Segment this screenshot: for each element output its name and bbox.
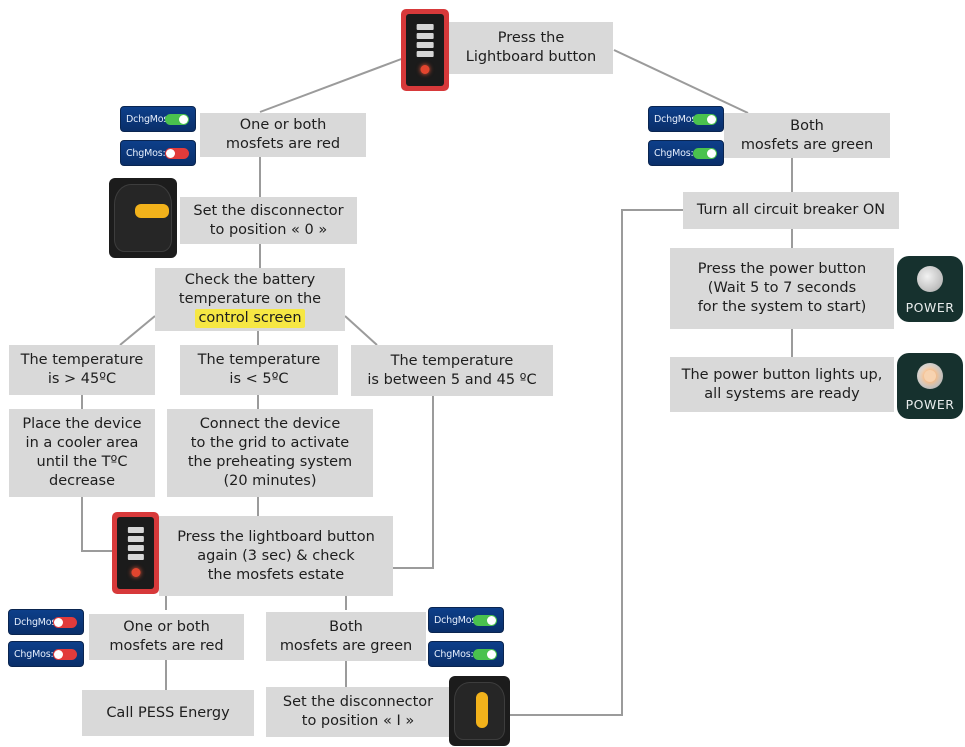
chg-mosfet-badge-top-right: ChgMos: (648, 140, 724, 166)
disconnector-position-1-image (449, 676, 510, 746)
disconnector-position-0-image (109, 178, 177, 258)
lightboard-top-image (401, 9, 449, 91)
dchg-mosfet-badge-bottom-right: DchgMos: (428, 607, 504, 633)
lightboard-bottom-image (112, 512, 159, 594)
power-button-image: POWER (897, 256, 963, 322)
dchg-mosfet-badge-bottom-left: DchgMos: (8, 609, 84, 635)
chg-mosfet-badge-bottom-right: ChgMos: (428, 641, 504, 667)
dchg-mosfet-badge-top-left: DchgMos: (120, 106, 196, 132)
power-lights-up-box: The power button lights up,all systems a… (670, 357, 894, 412)
press-power-box: Press the power button(Wait 5 to 7 secon… (670, 248, 894, 329)
chg-mosfet-badge-top-left: ChgMos: (120, 140, 196, 166)
turn-breaker-on-box: Turn all circuit breaker ON (683, 192, 899, 229)
power-label: POWER (905, 300, 955, 315)
dchg-mosfet-badge-top-right: DchgMos: (648, 106, 724, 132)
call-pess-box: Call PESS Energy (82, 690, 254, 736)
chg-mosfet-badge-bottom-left: ChgMos: (8, 641, 84, 667)
power-lit-label: POWER (905, 397, 955, 412)
control-screen-highlight: control screen (195, 309, 305, 328)
power-button-lit-image: POWER (897, 353, 963, 419)
